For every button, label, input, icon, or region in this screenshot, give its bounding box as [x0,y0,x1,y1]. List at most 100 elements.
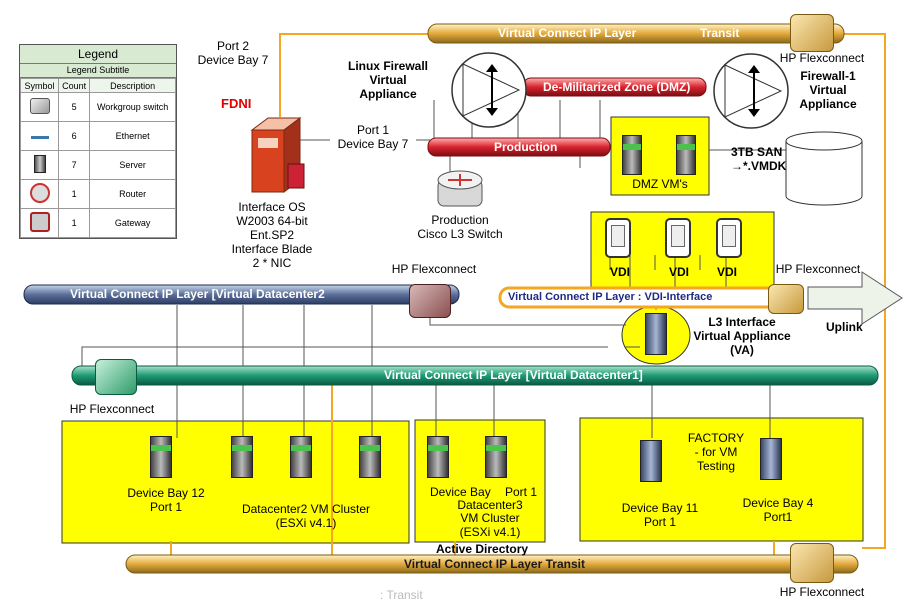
device-bay11-label-2: Port 1 [643,515,676,529]
vdi-device-icon [716,218,742,258]
server-icon [640,440,662,482]
legend-title: Legend [20,45,176,64]
device-bay4-label-2: Port1 [763,510,793,524]
factory-box [579,417,864,542]
gateway-icon [29,212,50,232]
production-switch-label-1: Production [431,213,489,227]
device-bay12-label-2: Port 1 [149,500,182,514]
legend-description: Ethernet [89,121,176,151]
legend-count: 1 [58,208,91,238]
datacenter3-port-label: Port 1 [505,485,538,499]
factory-label-3: Testing [696,459,736,473]
firewall-1-label-3: Appliance [799,97,857,111]
server-icon [33,155,46,173]
firewall-1-label-1: Firewall-1 [800,69,856,83]
hp-flexconnect-top-label: HP Flexconnect [779,51,865,65]
device-bay12-label-1: Device Bay 12 [127,486,205,500]
legend-row: 1 Gateway [19,208,176,238]
legend-row: 5 Workgroup switch [19,92,176,122]
hp-flexconnect-right-label: HP Flexconnect [775,262,861,276]
datacenter3-label-2: VM Cluster [460,511,520,525]
l3-appliance-server-icon [645,313,667,355]
vdi-label-c: VDI [717,265,738,279]
production-bus-label: Production [494,140,558,154]
ethernet-icon [30,136,49,139]
server-icon [622,135,642,175]
legend-header-count: Count [58,78,91,93]
interface-os-label-2: W2003 64-bit [236,214,308,228]
linux-firewall-label-1: Linux Firewall [347,59,428,73]
transit-top-bus-suffix: Transit [700,26,740,40]
vdi-bus-label: Virtual Connect IP Layer : VDI-Interface [508,291,713,303]
vdc1-bus-label: Virtual Connect IP Layer [Virtual Datace… [384,368,643,382]
server-icon [231,436,253,478]
san-label-2: →*.VMDK [731,159,787,173]
vdi-label-b: VDI [669,265,690,279]
server-icon [427,436,449,478]
firewall-1-label-2: Virtual [809,83,847,97]
server-icon [359,436,381,478]
datacenter3-label-1: Datacenter3 [457,498,523,512]
linux-firewall-icon [451,52,527,128]
legend-count: 5 [58,92,91,122]
legend-description: Gateway [89,208,176,238]
dmz-vms-label: DMZ VM's [632,177,688,191]
hp-flexconnect-mid-label: HP Flexconnect [391,262,477,276]
legend-row: 1 Router [19,179,176,209]
uplink-arrow [807,271,903,325]
dmz-bus-label: De-Militarized Zone (DMZ) [543,80,691,94]
vdi-device-icon [665,218,691,258]
legend: Legend Legend Subtitle Symbol Count Desc… [19,44,177,239]
factory-label-2: - for VM [694,445,738,459]
vdc2-bus-label: Virtual Connect IP Layer [Virtual Datace… [70,287,325,301]
linux-firewall-label-2: Virtual [369,73,407,87]
server-icon [150,436,172,478]
hp-flexconnect-switch-icon [768,284,804,314]
datacenter3-label-3: (ESXi v4.1) [459,525,521,539]
interface-os-label-3: Ent.SP2 [249,228,295,242]
legend-description: Workgroup switch [89,92,176,122]
port2-label: Port 2 [216,39,249,53]
datacenter2-label-2: (ESXi v4.1) [275,516,337,530]
l3-interface-label-1: L3 Interface [708,315,776,329]
legend-description: Router [89,179,176,209]
legend-count: 6 [58,121,91,151]
fdni-server-icon [250,117,305,193]
l3-interface-label-3: (VA) [730,343,754,357]
server-icon [760,438,782,480]
l3-interface-label-2: Virtual Appliance [693,329,791,343]
linux-firewall-label-3: Appliance [359,87,417,101]
hp-flexconnect-bottom-label: HP Flexconnect [779,585,865,599]
hp-flexconnect-switch-icon [790,14,834,52]
hp-flexconnect-switch-icon [95,359,137,395]
hp-flexconnect-left-label: HP Flexconnect [69,402,155,416]
transit-bottom-bus-label: Virtual Connect IP Layer Transit [404,557,585,571]
port1-label: Port 1 [330,124,416,137]
production-router-icon [437,170,483,207]
datacenter3-bay-label: Device Bay [430,485,491,499]
transit-top-bus-label: Virtual Connect IP Layer [498,26,637,40]
vdc1-bus [71,365,879,386]
device-bay11-label-1: Device Bay 11 [621,501,699,515]
vdi-device-icon [605,218,631,258]
vdc2-bus [23,284,460,305]
production-bus [427,137,611,157]
legend-count: 7 [58,150,91,180]
legend-subtitle: Legend Subtitle [20,64,176,78]
legend-header-description: Description [89,78,176,93]
datacenter2-label-1: Datacenter2 VM Cluster [241,502,371,516]
device-bay7-label: Device Bay 7 [197,53,269,67]
interface-os-label-4: Interface Blade [231,242,313,256]
uplink-label: Uplink [826,320,863,334]
production-switch-label-2: Cisco L3 Switch [417,227,503,241]
router-icon [29,183,50,203]
legend-row: 7 Server [19,150,176,180]
server-icon [676,135,696,175]
firewall-1-icon [713,53,789,129]
hp-flexconnect-switch-icon [790,543,834,583]
legend-description: Server [89,150,176,180]
transit-bottom-bus [125,554,859,574]
hp-flexconnect-switch-icon [409,284,451,318]
device-bay4-label-1: Device Bay 4 [742,496,814,510]
